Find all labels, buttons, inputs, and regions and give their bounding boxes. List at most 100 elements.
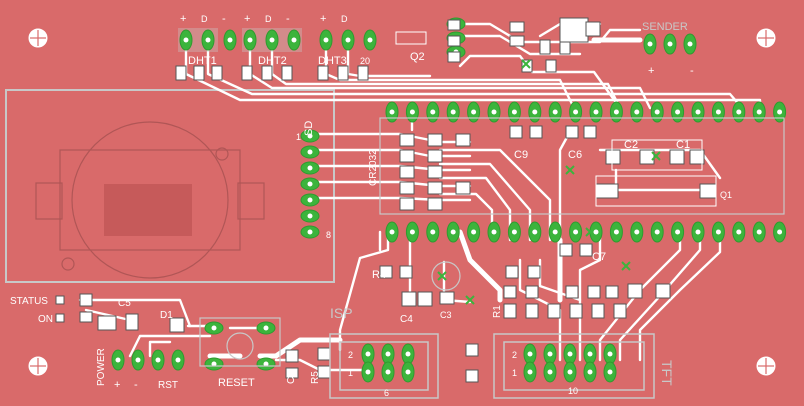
mcu-top-pin-18-drill <box>736 109 742 115</box>
label-power: POWER <box>96 348 107 386</box>
mcu-top-pin-10-drill <box>573 109 579 115</box>
reset-pin-3-drill <box>211 361 217 367</box>
mcu-bottom-pin-18-drill <box>736 229 742 235</box>
mcu-bottom-pin-13-drill <box>634 229 640 235</box>
reset-button-outline <box>199 317 281 367</box>
mcu-top-pin-11-drill <box>593 109 599 115</box>
mcu-top-pin-12-drill <box>613 109 619 115</box>
mcu-top-pin-4-drill <box>450 109 456 115</box>
dht2-pin-2-drill <box>269 37 275 43</box>
mcu-bottom-pin-20-drill <box>777 229 783 235</box>
power-pin-4-drill <box>175 357 181 363</box>
label-r5: R5 <box>310 371 321 384</box>
label-isp-pin2: 2 <box>348 350 353 360</box>
sd-pin-1-drill <box>307 133 313 139</box>
mcu-bottom-pin-2-drill <box>409 229 415 235</box>
label-power-minus: - <box>134 379 138 391</box>
mcu-bottom-pin-1-drill <box>389 229 395 235</box>
label-power-plus: + <box>114 379 120 391</box>
mcu-bottom-pin-5-drill <box>471 229 477 235</box>
mcu-bottom-pin-19-drill <box>756 229 762 235</box>
battery-contact <box>104 184 192 236</box>
label-tft: TFT <box>659 360 675 386</box>
label-dht1: DHT1 <box>188 55 217 67</box>
label-dht3-d: D <box>341 14 348 24</box>
sender-pin-3-drill <box>687 41 693 47</box>
power-pin-1-drill <box>115 357 121 363</box>
tft-top-pin-1-drill <box>527 351 533 357</box>
label-tft-pin2: 2 <box>512 350 517 360</box>
label-isp-pin6: 6 <box>384 388 389 398</box>
label-reset: RESET <box>218 377 255 389</box>
mcu-top-pin-16-drill <box>695 109 701 115</box>
mcu-bottom-pin-6-drill <box>491 229 497 235</box>
label-q1: Q1 <box>720 190 732 200</box>
isp-top-pin-2-drill <box>385 351 391 357</box>
dht3-pin-1-drill <box>323 37 329 43</box>
label-r1: R1 <box>492 305 503 318</box>
mcu-bottom-pin-16-drill <box>695 229 701 235</box>
mcu-bottom-pin-14-drill <box>654 229 660 235</box>
sender-pin-2-drill <box>667 41 673 47</box>
label-dht3-plus: + <box>320 13 326 25</box>
sd-pin-2-drill <box>307 149 313 155</box>
tft-bottom-pin-5-drill <box>607 369 613 375</box>
label-dht-pin20: 20 <box>360 56 370 66</box>
mcu-bottom-pin-15-drill <box>675 229 681 235</box>
mcu-top-pin-17-drill <box>715 109 721 115</box>
label-c9: C9 <box>514 149 528 161</box>
dht1-smd-pad <box>175 65 187 81</box>
tft-bottom-pin-2-drill <box>547 369 553 375</box>
mcu-bottom-pin-11-drill <box>593 229 599 235</box>
power-pin-2-drill <box>135 357 141 363</box>
label-dht1-minus: - <box>222 13 226 25</box>
isp-connector-outline <box>329 333 439 399</box>
mcu-top-pin-19-drill <box>756 109 762 115</box>
tft-top-pin-3-drill <box>567 351 573 357</box>
label-sender-minus: - <box>690 65 694 77</box>
sd-pin-5-drill <box>307 197 313 203</box>
tft-bottom-pin-4-drill <box>587 369 593 375</box>
label-dht2-minus: - <box>286 13 290 25</box>
mcu-top-pin-14-drill <box>654 109 660 115</box>
isp-top-pin-1-drill <box>365 351 371 357</box>
label-tft-pin1: 1 <box>512 368 517 378</box>
q2-diode-body <box>395 31 427 45</box>
mounting-holes <box>27 27 777 377</box>
mcu-top-pin-15-drill <box>675 109 681 115</box>
tft-top-pin-4-drill <box>587 351 593 357</box>
dht2-pin-1-drill <box>247 37 253 43</box>
label-sd: SD <box>303 121 315 136</box>
label-c7: C7 <box>592 251 606 263</box>
sd-card-module-outline <box>5 89 335 283</box>
power-pin-3-drill <box>155 357 161 363</box>
sd-pin-4-drill <box>307 181 313 187</box>
mcu-top-pin-20-drill <box>777 109 783 115</box>
label-sd-pin8: 8 <box>326 230 331 240</box>
dht1-pin-3-drill <box>227 37 233 43</box>
label-c2: C2 <box>624 139 638 151</box>
tft-bottom-pin-3-drill <box>567 369 573 375</box>
label-sender: SENDER <box>642 21 688 33</box>
mcu-top-pin-6-drill <box>491 109 497 115</box>
mcu-bottom-pin-10-drill <box>573 229 579 235</box>
label-c4: C4 <box>400 314 413 325</box>
reset-pin-1-drill <box>211 325 217 331</box>
label-d1: D1 <box>160 310 173 321</box>
mcu-top-pin-5-drill <box>471 109 477 115</box>
mcu-top-pin-2-drill <box>409 109 415 115</box>
capacitor-outline <box>431 261 461 291</box>
label-c6: C6 <box>568 149 582 161</box>
mcu-top-pin-8-drill <box>532 109 538 115</box>
label-cr2032: CR2032 <box>368 149 379 186</box>
label-sd-pin1: 1 <box>296 132 301 142</box>
mcu-bottom-pin-12-drill <box>613 229 619 235</box>
label-rst: RST <box>158 380 178 391</box>
label-c1: C1 <box>676 139 690 151</box>
tft-top-pin-5-drill <box>607 351 613 357</box>
label-c8: C8 <box>286 371 297 384</box>
label-dht3: DHT3 <box>318 55 347 67</box>
label-on: ON <box>38 314 53 325</box>
sender-pin-1-drill <box>647 41 653 47</box>
